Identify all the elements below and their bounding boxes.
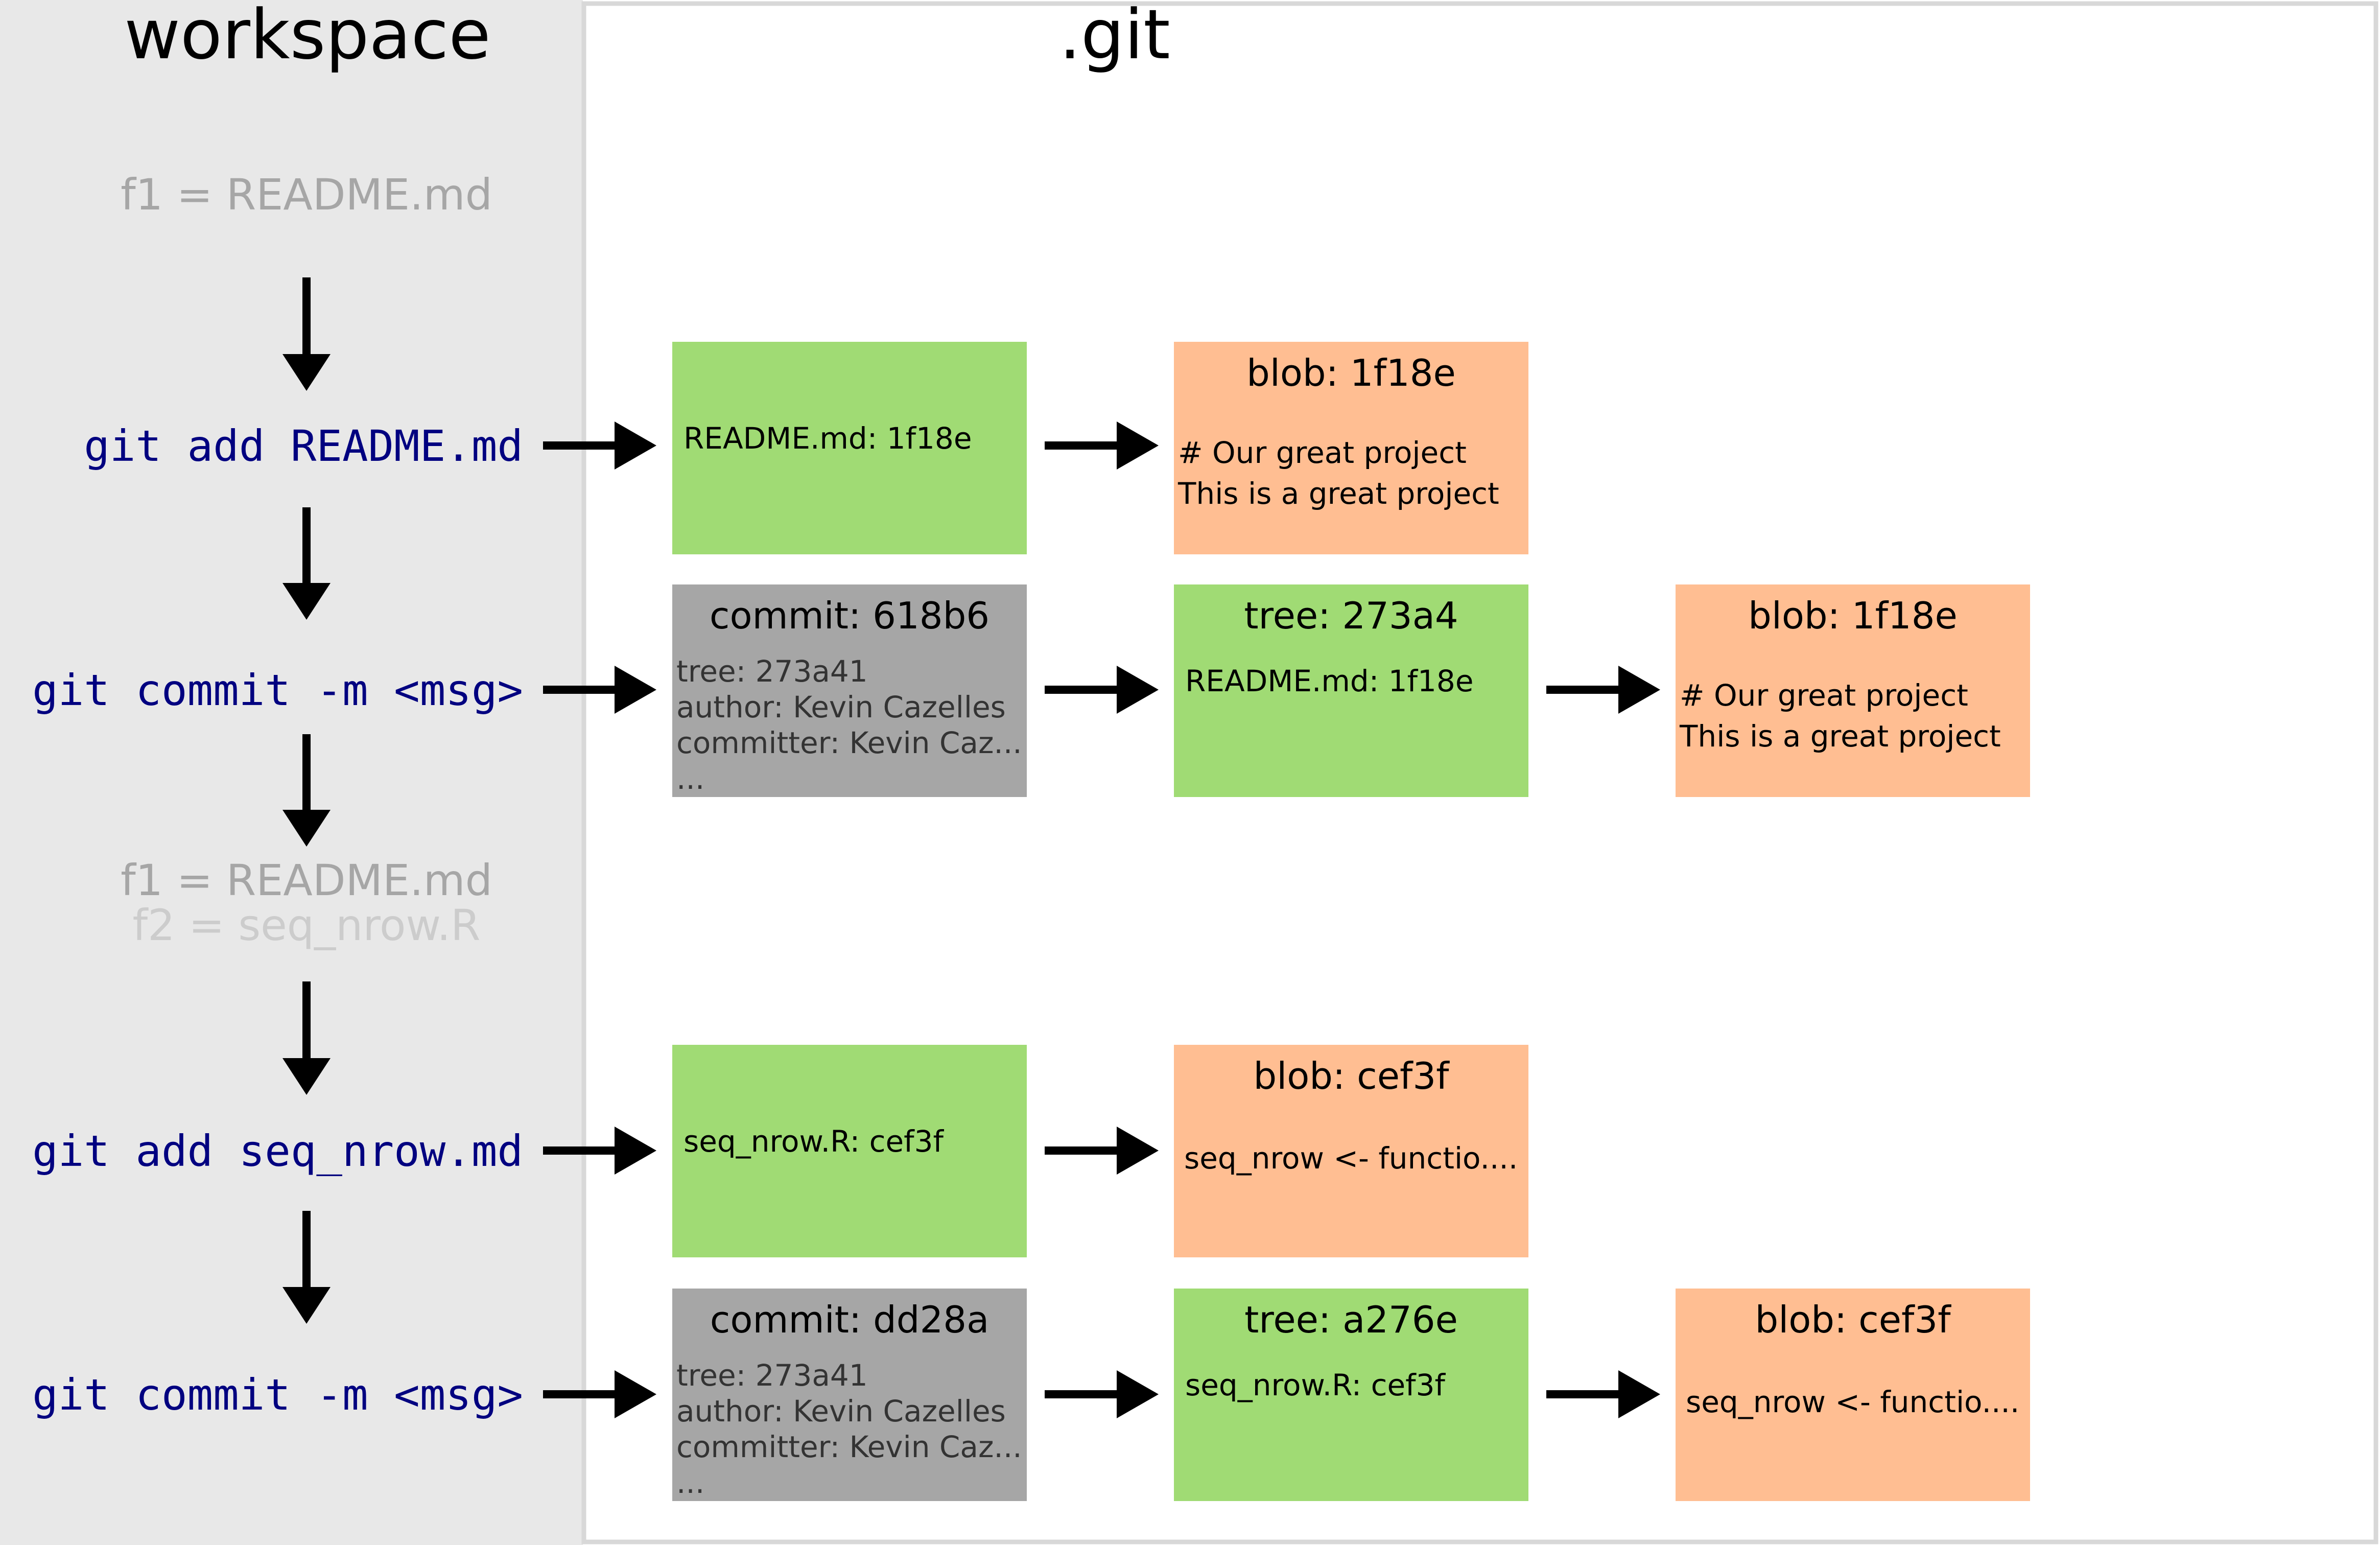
commit-field: tree: 273a41	[676, 1358, 868, 1393]
blob-object: blob: cef3f seq_nrow <- functio....	[1676, 1289, 2030, 1501]
commit-field: author: Kevin Cazelles	[676, 690, 1006, 724]
git-command-2: git commit -m <msg>	[32, 665, 523, 715]
workspace-title: workspace	[124, 0, 490, 75]
blob-title: blob: 1f18e	[1748, 594, 1958, 637]
tree-entry: README.md: 1f18e	[1185, 664, 1474, 698]
arrow-command-to-object-2	[543, 666, 656, 714]
arrow-command-to-object-1	[543, 422, 656, 470]
commit-box	[672, 1289, 1027, 1501]
workspace-state-2-line-2: f2 = seq_nrow.R	[133, 900, 481, 950]
blob-content-line: # Our great project	[1680, 678, 1968, 713]
arrow-object-link	[1045, 1370, 1159, 1418]
commit-title: commit: 618b6	[710, 594, 989, 637]
commit-title: commit: dd28a	[710, 1298, 989, 1341]
tree-object: tree: a276e seq_nrow.R: cef3f	[1174, 1289, 1528, 1501]
index-box	[672, 1045, 1027, 1257]
commit-field: tree: 273a41	[676, 654, 868, 689]
blob-box	[1174, 1045, 1528, 1257]
git-command-4: git commit -m <msg>	[32, 1370, 523, 1420]
tree-entry: seq_nrow.R: cef3f	[1185, 1368, 1446, 1402]
blob-box	[1174, 342, 1528, 554]
index-box	[672, 342, 1027, 554]
blob-title: blob: cef3f	[1755, 1298, 1952, 1341]
workspace-state-2-line-1: f1 = README.md	[121, 855, 492, 905]
git-command-1: git add README.md	[84, 421, 523, 471]
blob-content-line: This is a great project	[1679, 719, 2001, 754]
git-title: .git	[1059, 0, 1170, 75]
index-entry: README.md: 1f18e	[684, 421, 972, 456]
blob-content-line: seq_nrow <- functio....	[1184, 1141, 1518, 1176]
down-arrow-1	[282, 277, 331, 391]
tree-title: tree: a276e	[1244, 1298, 1458, 1341]
index-entry: seq_nrow.R: cef3f	[684, 1124, 944, 1159]
arrow-command-to-object-4	[543, 1370, 656, 1418]
git-command-3: git add seq_nrow.md	[32, 1126, 523, 1176]
commit-field: ...	[676, 1465, 704, 1500]
blob-content-line: # Our great project	[1178, 435, 1467, 470]
index-object: README.md: 1f18e	[672, 342, 1027, 554]
workspace-panel	[0, 0, 583, 1545]
tree-box	[1174, 584, 1528, 797]
tree-box	[1174, 1289, 1528, 1501]
commit-field: committer: Kevin Caz...	[676, 725, 1022, 760]
arrow-object-link	[1546, 666, 1660, 714]
workspace-state-1: f1 = README.md	[121, 170, 492, 220]
blob-content-line: seq_nrow <- functio....	[1686, 1385, 2019, 1419]
arrow-object-link	[1045, 1127, 1159, 1175]
index-object: seq_nrow.R: cef3f	[672, 1045, 1027, 1257]
blob-box	[1676, 1289, 2030, 1501]
commit-field: committer: Kevin Caz...	[676, 1430, 1022, 1464]
down-arrow-4	[282, 981, 331, 1095]
blob-box	[1676, 584, 2030, 797]
blob-content-line: This is a great project	[1177, 476, 1499, 511]
arrow-object-link	[1546, 1370, 1660, 1418]
git-objects: README.md: 1f18e blob: 1f18e # Our great p…	[672, 342, 2030, 1501]
down-arrow-3	[282, 734, 331, 847]
arrow-object-link	[1045, 666, 1159, 714]
arrow-object-link	[1045, 422, 1159, 470]
arrow-command-to-object-3	[543, 1127, 656, 1175]
commit-field: ...	[676, 761, 704, 796]
blob-title: blob: 1f18e	[1246, 352, 1456, 394]
tree-title: tree: 273a4	[1244, 594, 1458, 637]
down-arrow-5	[282, 1211, 331, 1324]
commit-field: author: Kevin Cazelles	[676, 1394, 1006, 1429]
down-arrow-2	[282, 507, 331, 620]
blob-title: blob: cef3f	[1254, 1055, 1450, 1097]
arrows	[282, 277, 1660, 1418]
blob-object: blob: cef3f seq_nrow <- functio....	[1174, 1045, 1528, 1257]
git-panel-frame	[581, 1, 2378, 1544]
commit-box	[672, 584, 1027, 797]
